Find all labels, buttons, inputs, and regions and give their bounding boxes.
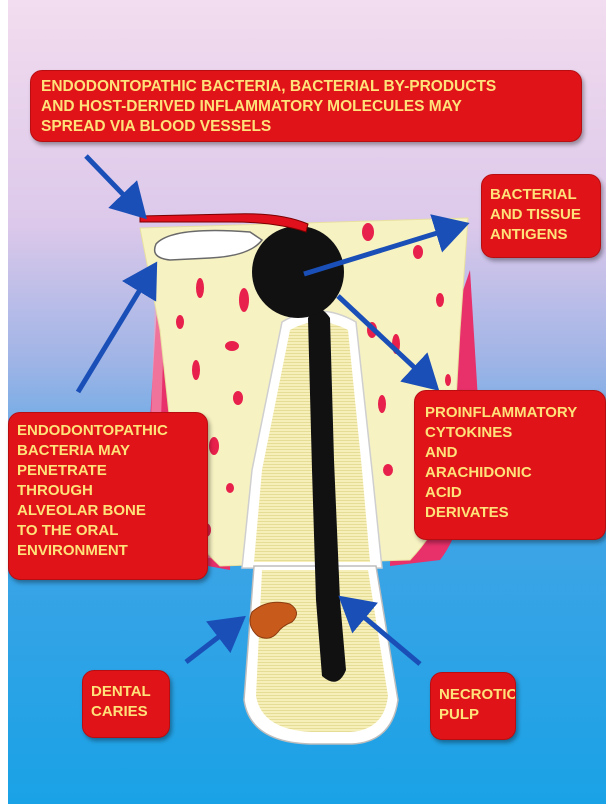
callout-text: ENDODONTOPATHIC (17, 421, 199, 441)
callout-text: AND TISSUE (490, 205, 592, 225)
callout-text: SPREAD VIA BLOOD VESSELS (41, 117, 571, 137)
callout-text: CYTOKINES (425, 423, 595, 443)
callout-text: CARIES (91, 702, 161, 722)
callout-antigens: BACTERIAL AND TISSUE ANTIGENS (481, 174, 601, 258)
callout-text: ENDODONTOPATHIC BACTERIA, BACTERIAL BY-P… (41, 77, 571, 97)
periapical-lesion (252, 226, 344, 318)
callout-text: BACTERIA MAY (17, 441, 199, 461)
callout-text: PENETRATE (17, 461, 199, 481)
callout-text: THROUGH (17, 481, 199, 501)
callout-text: TO THE ORAL (17, 521, 199, 541)
callout-bacteria-bone: ENDODONTOPATHIC BACTERIA MAY PENETRATE T… (8, 412, 208, 580)
callout-blood-vessel-spread: ENDODONTOPATHIC BACTERIA, BACTERIAL BY-P… (30, 70, 582, 142)
callout-text: DERIVATES (425, 503, 595, 523)
callout-text: DENTAL (91, 682, 161, 702)
callout-text: ARACHIDONIC (425, 463, 595, 483)
callout-text: PULP (439, 705, 507, 725)
callout-text: ALVEOLAR BONE (17, 501, 199, 521)
callout-text: BACTERIAL (490, 185, 592, 205)
callout-cytokines: PROINFLAMMATORY CYTOKINES AND ARACHIDONI… (414, 390, 606, 540)
callout-text: ENVIRONMENT (17, 541, 199, 561)
callout-text: PROINFLAMMATORY (425, 403, 595, 423)
callout-text: ANTIGENS (490, 225, 592, 245)
callout-text: AND HOST-DERIVED INFLAMMATORY MOLECULES … (41, 97, 571, 117)
callout-dental-caries: DENTAL CARIES (82, 670, 170, 738)
callout-text: ACID (425, 483, 595, 503)
callout-text: NECROTIC (439, 685, 507, 705)
callout-necrotic-pulp: NECROTIC PULP (430, 672, 516, 740)
callout-text: AND (425, 443, 595, 463)
